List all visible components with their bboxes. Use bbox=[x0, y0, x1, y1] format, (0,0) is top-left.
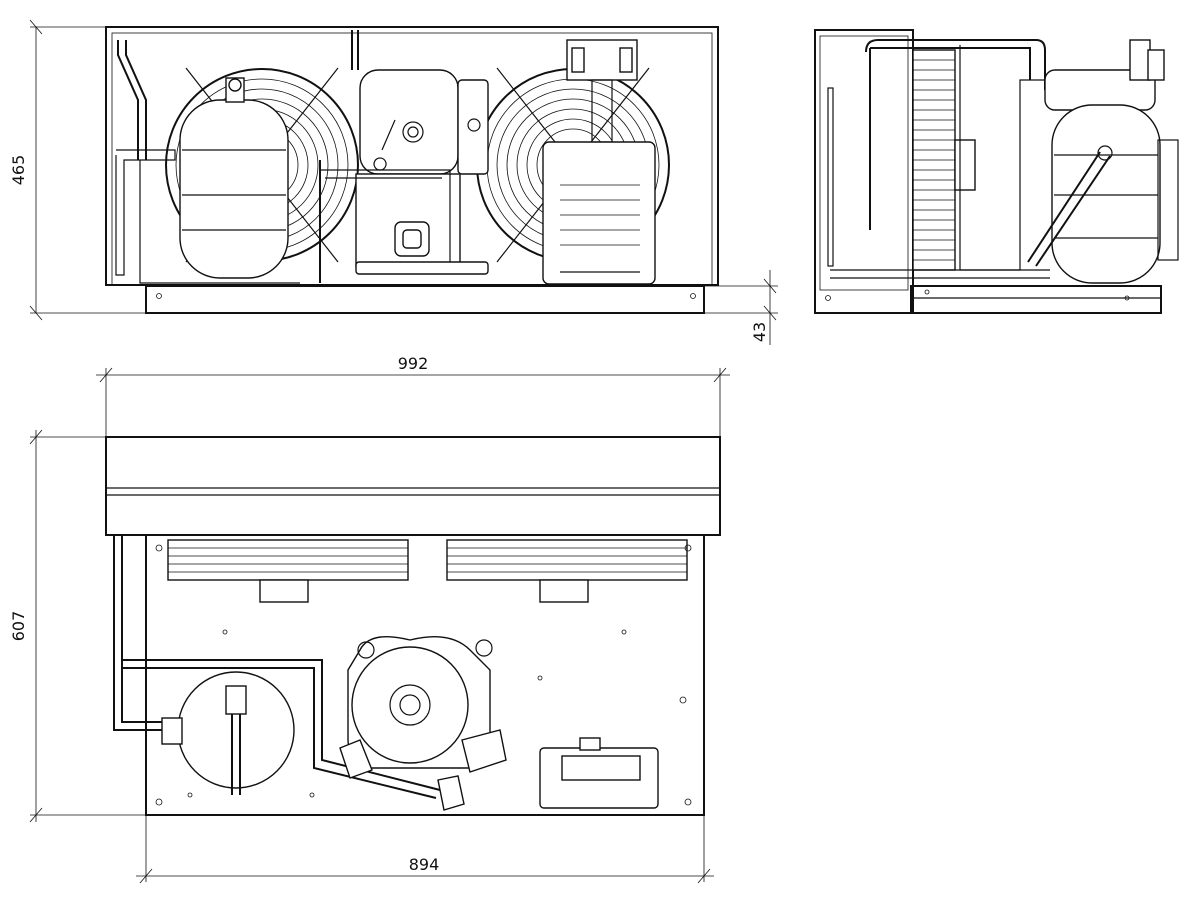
front-base-plate bbox=[145, 285, 705, 314]
side-view bbox=[814, 29, 1179, 314]
dim-front-height-label: 465 bbox=[9, 155, 28, 186]
top-fan-left bbox=[167, 539, 409, 603]
dim-base-width: 894 bbox=[136, 815, 714, 884]
dim-top-depth: 607 bbox=[9, 429, 146, 823]
front-view bbox=[105, 26, 719, 314]
front-electrical-box bbox=[542, 141, 656, 285]
dim-front-height: 465 bbox=[9, 19, 146, 321]
dim-top-width-label: 992 bbox=[398, 354, 429, 373]
dim-top-width: 992 bbox=[96, 354, 730, 437]
side-receiver-tank bbox=[1027, 104, 1161, 284]
top-receiver bbox=[161, 671, 295, 795]
top-fan-right bbox=[446, 539, 688, 603]
side-fan-guard bbox=[912, 49, 976, 271]
dim-top-depth-label: 607 bbox=[9, 611, 28, 642]
top-compressor bbox=[339, 635, 507, 811]
front-compressor bbox=[319, 30, 489, 283]
top-electrical-box bbox=[539, 737, 659, 809]
dim-base-height-label: 43 bbox=[750, 322, 769, 342]
top-condenser bbox=[105, 436, 721, 536]
side-base-plate bbox=[910, 285, 1162, 314]
dim-base-height: 43 bbox=[704, 270, 778, 345]
top-view bbox=[105, 436, 721, 816]
top-base-plate bbox=[145, 534, 705, 816]
front-receiver-tank bbox=[179, 77, 289, 279]
dim-base-width-label: 894 bbox=[409, 855, 440, 874]
